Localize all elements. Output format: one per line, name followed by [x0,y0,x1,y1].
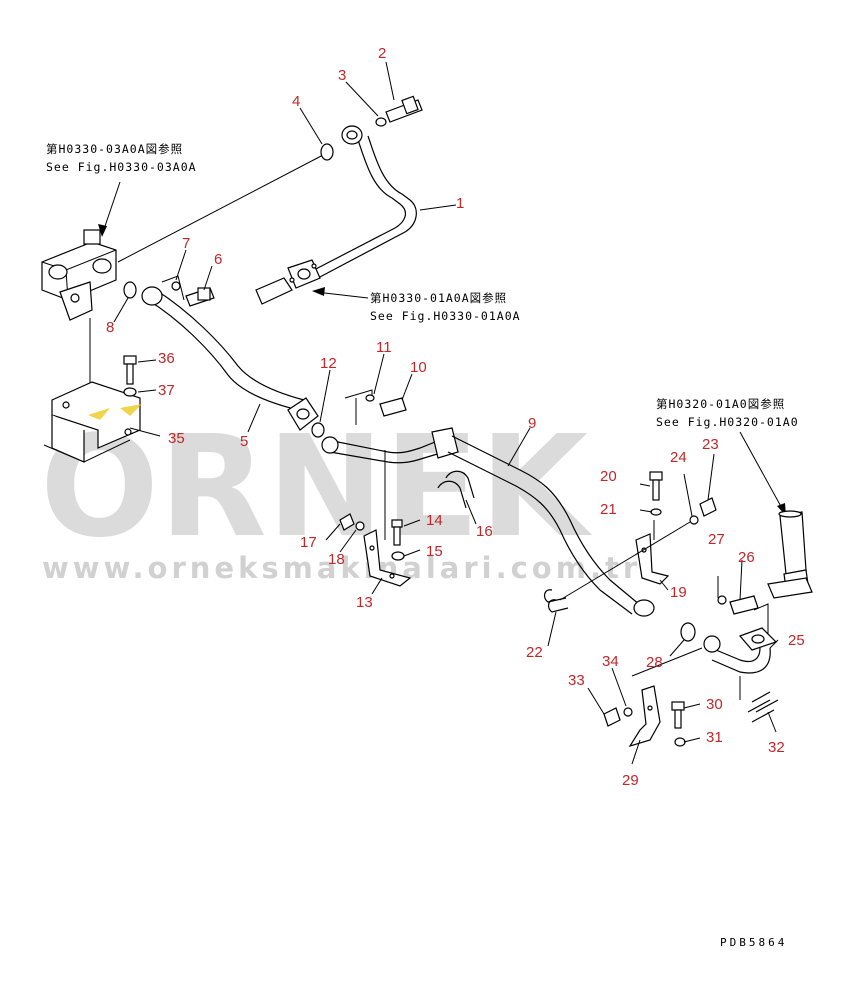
callout-12: 12 [320,355,337,372]
bolt-26 [729,595,759,615]
washer-31 [674,737,686,747]
o-ring-12 [311,422,325,438]
callout-3: 3 [338,67,346,84]
bolt-10 [379,397,407,417]
bolt-14 [391,519,403,546]
bolt-2 [385,95,423,123]
ref-h0330-03a0a-en: See Fig.H0330-03A0A [46,160,197,174]
fitting-32 [747,691,779,723]
callout-4: 4 [292,93,300,110]
callout-7: 7 [182,235,190,252]
cylinder [767,510,813,599]
u-bolt-22 [543,589,569,613]
drawing-code: PDB5864 [720,936,787,949]
tube-5 [141,286,319,431]
callout-36: 36 [158,350,175,367]
nut-23 [699,497,717,517]
callout-32: 32 [768,739,785,756]
callout-14: 14 [426,512,443,529]
ref-h0330-01a0a-en: See Fig.H0330-01A0A [370,309,521,323]
callout-2: 2 [378,45,386,62]
bolt-36 [123,355,137,385]
elbow-25 [703,627,778,674]
washer-27 [717,595,727,605]
washer-21 [650,508,662,516]
callout-35: 35 [168,430,185,447]
callout-21: 21 [600,501,617,518]
callout-13: 13 [356,594,373,611]
ref-h0320-01a0-jp: 第H0320-01A0図参照 [656,397,785,411]
o-ring-4 [320,143,334,161]
washer-11 [365,394,375,402]
callout-24: 24 [670,449,687,466]
washer-3 [375,117,387,127]
bracket-29 [628,685,661,748]
callout-numbers: 1 2 3 4 5 6 7 8 9 10 11 12 13 14 15 16 1… [106,45,805,789]
ref-h0330-01a0a-jp: 第H0330-01A0A図参照 [370,291,507,305]
washer-18 [355,521,365,531]
callout-19: 19 [670,584,687,601]
callout-37: 37 [158,382,175,399]
bracket-35 [43,381,142,463]
callout-15: 15 [426,543,443,560]
callout-10: 10 [410,359,427,376]
u-bolt-16 [437,470,475,509]
reference-notes: 第H0330-03A0A図参照 See Fig.H0330-03A0A 第H03… [46,142,799,429]
bolt-20 [649,471,663,501]
callout-29: 29 [622,772,639,789]
callout-17: 17 [300,534,317,551]
callout-26: 26 [738,549,755,566]
nut-33 [603,707,621,727]
valve-block [41,229,117,321]
callout-23: 23 [702,436,719,453]
bracket-13 [363,529,412,587]
callout-34: 34 [602,653,619,670]
callout-27: 27 [708,531,725,548]
callout-20: 20 [600,468,617,485]
callout-16: 16 [476,523,493,540]
callout-28: 28 [646,654,663,671]
callout-33: 33 [568,672,585,689]
nut-17 [339,513,355,531]
callout-30: 30 [706,696,723,713]
callout-5: 5 [240,433,248,450]
washer-24 [689,515,699,525]
callout-6: 6 [214,251,222,268]
o-ring-28 [680,622,696,642]
callout-11: 11 [376,339,392,356]
callout-9: 9 [528,415,536,432]
ref-h0320-01a0-en: See Fig.H0320-01A0 [656,415,799,429]
callout-1: 1 [456,195,464,212]
callout-22: 22 [526,644,543,661]
leader-lines [113,61,779,765]
washer-15 [391,551,405,561]
bolt-30 [671,701,685,729]
tube-9 [321,427,655,617]
o-ring-8 [123,281,137,299]
washer-34 [623,707,633,717]
callout-31: 31 [706,729,723,746]
ref-h0330-03a0a-jp: 第H0330-03A0A図参照 [46,142,183,156]
tube-1 [255,125,417,305]
watermark-site: www.orneksmakinalari.com.tr [42,551,641,585]
washer-7-bolt-6 [161,275,215,307]
callout-18: 18 [328,551,345,568]
callout-25: 25 [788,632,805,649]
callout-8: 8 [106,319,114,336]
washer-37 [123,387,137,397]
